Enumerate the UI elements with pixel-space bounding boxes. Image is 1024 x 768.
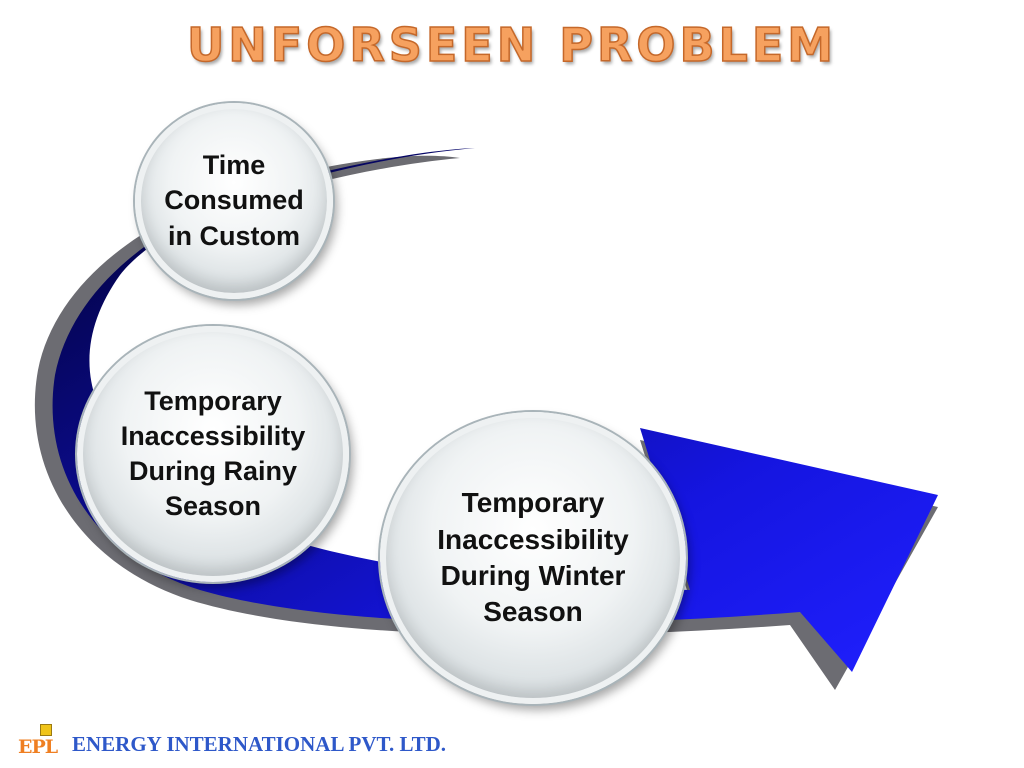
problem-circle-winter-season: Temporary Inaccessibility During Winter … bbox=[380, 412, 686, 704]
problem-label: Temporary Inaccessibility During Rainy S… bbox=[120, 385, 306, 522]
problem-circle-time-consumed: Time Consumed in Custom bbox=[135, 103, 333, 299]
logo-text: EPL bbox=[18, 736, 58, 758]
problem-circle-rainy-season: Temporary Inaccessibility During Rainy S… bbox=[77, 326, 349, 582]
problem-label: Temporary Inaccessibility During Winter … bbox=[437, 487, 629, 628]
footer: EPL ENERGY INTERNATIONAL PVT. LTD. bbox=[18, 724, 446, 758]
slide-title: UNFORSEEN PROBLEM bbox=[186, 17, 838, 73]
logo-mark-icon bbox=[40, 724, 52, 736]
company-name: ENERGY INTERNATIONAL PVT. LTD. bbox=[72, 732, 446, 756]
problem-label: Time Consumed in Custom bbox=[164, 150, 304, 251]
company-logo: EPL bbox=[18, 724, 70, 758]
